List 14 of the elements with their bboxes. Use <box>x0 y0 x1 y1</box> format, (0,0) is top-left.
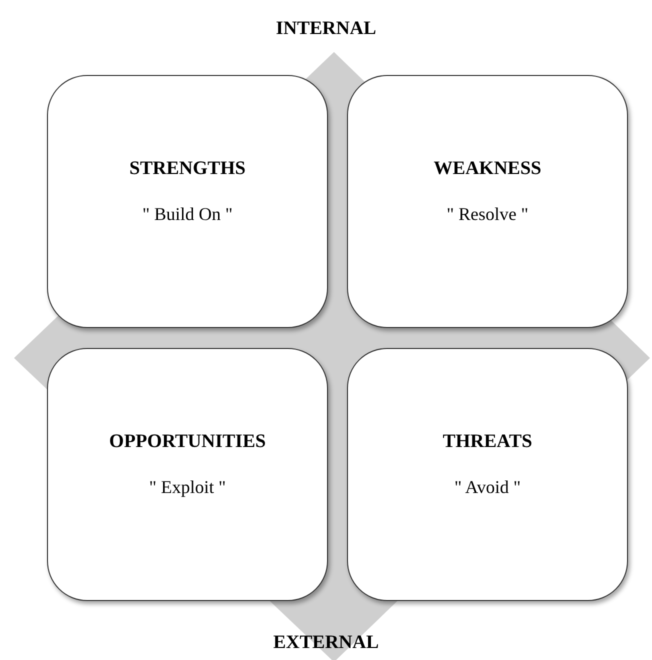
axis-label: EXTERNAL <box>273 632 379 654</box>
quadrant-card <box>47 348 328 601</box>
quadrant-card <box>347 75 628 328</box>
quadrant-heading: WEAKNESS <box>434 158 542 179</box>
quadrant-card <box>47 75 328 328</box>
quadrant-heading: OPPORTUNITIES <box>109 431 266 452</box>
quadrant-subtitle: " Resolve " <box>446 204 528 224</box>
quadrant-card <box>347 348 628 601</box>
axis-label: INTERNAL <box>276 18 376 40</box>
quadrant-subtitle: " Build On " <box>142 204 233 224</box>
quadrant-heading: STRENGTHS <box>129 158 246 179</box>
quadrant-heading: THREATS <box>442 431 532 452</box>
quadrant-subtitle: " Exploit " <box>149 477 226 497</box>
quadrant-subtitle: " Avoid " <box>454 477 521 497</box>
